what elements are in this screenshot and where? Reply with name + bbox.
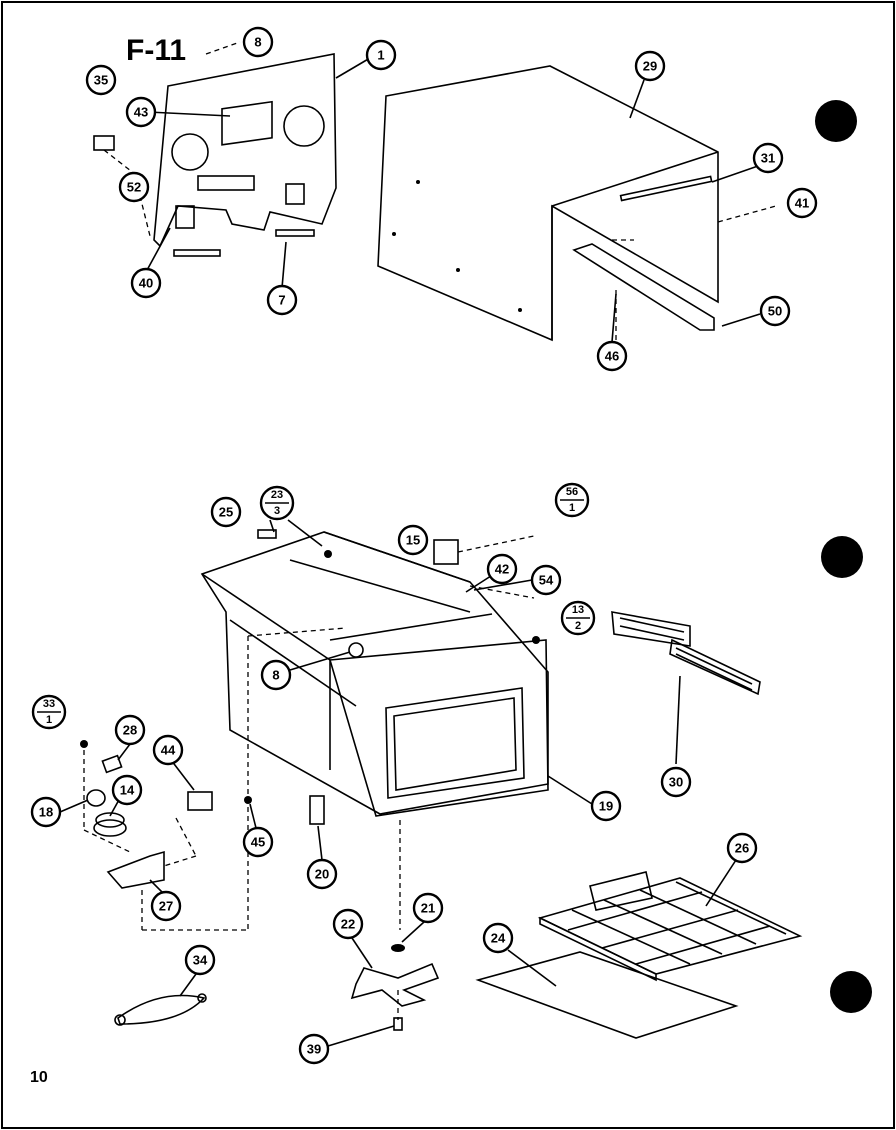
callout-33-1: 331 <box>31 694 67 730</box>
callout-46: 46 <box>596 340 628 372</box>
page-number: 10 <box>30 1069 48 1086</box>
callout-1: 1 <box>365 39 397 71</box>
svg-text:7: 7 <box>278 293 285 308</box>
callout-34: 34 <box>184 944 216 976</box>
svg-text:14: 14 <box>120 783 135 798</box>
callout-42: 42 <box>486 553 518 585</box>
svg-text:54: 54 <box>539 573 554 588</box>
svg-text:39: 39 <box>307 1042 321 1057</box>
svg-text:43: 43 <box>134 105 148 120</box>
callout-35: 35 <box>85 64 117 96</box>
svg-text:21: 21 <box>421 901 435 916</box>
svg-text:8: 8 <box>272 668 279 683</box>
callout-18: 18 <box>30 796 62 828</box>
callout-22: 22 <box>332 908 364 940</box>
callout-52: 52 <box>118 171 150 203</box>
svg-text:13: 13 <box>572 604 584 616</box>
svg-text:1: 1 <box>46 714 52 726</box>
callout-20: 20 <box>306 858 338 890</box>
callout-54: 54 <box>530 564 562 596</box>
callout-7: 7 <box>266 284 298 316</box>
svg-text:35: 35 <box>94 73 108 88</box>
callout-19: 19 <box>590 790 622 822</box>
callout-27: 27 <box>150 890 182 922</box>
svg-text:19: 19 <box>599 799 613 814</box>
svg-text:45: 45 <box>251 835 265 850</box>
callout-28: 28 <box>114 714 146 746</box>
svg-text:33: 33 <box>43 698 55 710</box>
svg-text:27: 27 <box>159 899 173 914</box>
callout-21: 21 <box>412 892 444 924</box>
callout-24: 24 <box>482 922 514 954</box>
svg-text:23: 23 <box>271 489 283 501</box>
control-panel <box>93 41 337 257</box>
svg-text:29: 29 <box>643 59 657 74</box>
svg-text:31: 31 <box>761 151 775 166</box>
svg-text:8: 8 <box>254 35 261 50</box>
binder-hole-bottom <box>830 971 872 1013</box>
svg-text:24: 24 <box>491 931 506 946</box>
callout-31: 31 <box>752 142 784 174</box>
callout-23-3: 233 <box>259 485 295 521</box>
svg-text:41: 41 <box>795 196 809 211</box>
stirrer-fan <box>350 944 440 1031</box>
thermostat-assembly <box>80 740 252 931</box>
svg-text:42: 42 <box>495 562 509 577</box>
svg-text:30: 30 <box>669 775 683 790</box>
svg-text:1: 1 <box>377 48 384 63</box>
callout-13-2: 132 <box>560 600 596 636</box>
svg-text:3: 3 <box>274 505 280 517</box>
svg-text:50: 50 <box>768 304 782 319</box>
svg-text:52: 52 <box>127 180 141 195</box>
svg-text:15: 15 <box>406 533 420 548</box>
binder-hole-middle <box>821 536 863 578</box>
svg-text:28: 28 <box>123 723 137 738</box>
svg-text:26: 26 <box>735 841 749 856</box>
svg-text:25: 25 <box>219 505 233 520</box>
svg-text:22: 22 <box>341 917 355 932</box>
svg-text:1: 1 <box>569 502 575 514</box>
callout-8-top: 8 <box>242 26 274 58</box>
svg-text:40: 40 <box>139 276 153 291</box>
svg-text:2: 2 <box>575 620 581 632</box>
callout-26: 26 <box>726 832 758 864</box>
svg-text:46: 46 <box>605 349 619 364</box>
callout-45: 45 <box>242 826 274 858</box>
callout-30: 30 <box>660 766 692 798</box>
callout-44: 44 <box>152 734 184 766</box>
callout-14: 14 <box>111 774 143 806</box>
oven-chassis <box>200 529 549 930</box>
callout-40: 40 <box>130 267 162 299</box>
door-seal <box>114 993 207 1026</box>
figure-title: F-11 <box>126 34 186 67</box>
svg-text:44: 44 <box>161 743 176 758</box>
glass-tray <box>475 951 739 1039</box>
callout-25: 25 <box>210 496 242 528</box>
callout-8-middle: 8 <box>260 659 292 691</box>
callout-15: 15 <box>397 524 429 556</box>
svg-text:18: 18 <box>39 805 53 820</box>
callout-50: 50 <box>759 295 791 327</box>
oven-rack <box>537 871 803 982</box>
callout-29: 29 <box>634 50 666 82</box>
callout-39: 39 <box>298 1033 330 1065</box>
callout-43: 43 <box>125 96 157 128</box>
callout-56-1: 561 <box>554 482 590 518</box>
heating-element <box>611 611 761 696</box>
binder-hole-top <box>815 100 857 142</box>
outer-case <box>377 65 777 344</box>
svg-text:20: 20 <box>315 867 329 882</box>
svg-text:56: 56 <box>566 486 578 498</box>
svg-text:34: 34 <box>193 953 208 968</box>
callout-41: 41 <box>786 187 818 219</box>
